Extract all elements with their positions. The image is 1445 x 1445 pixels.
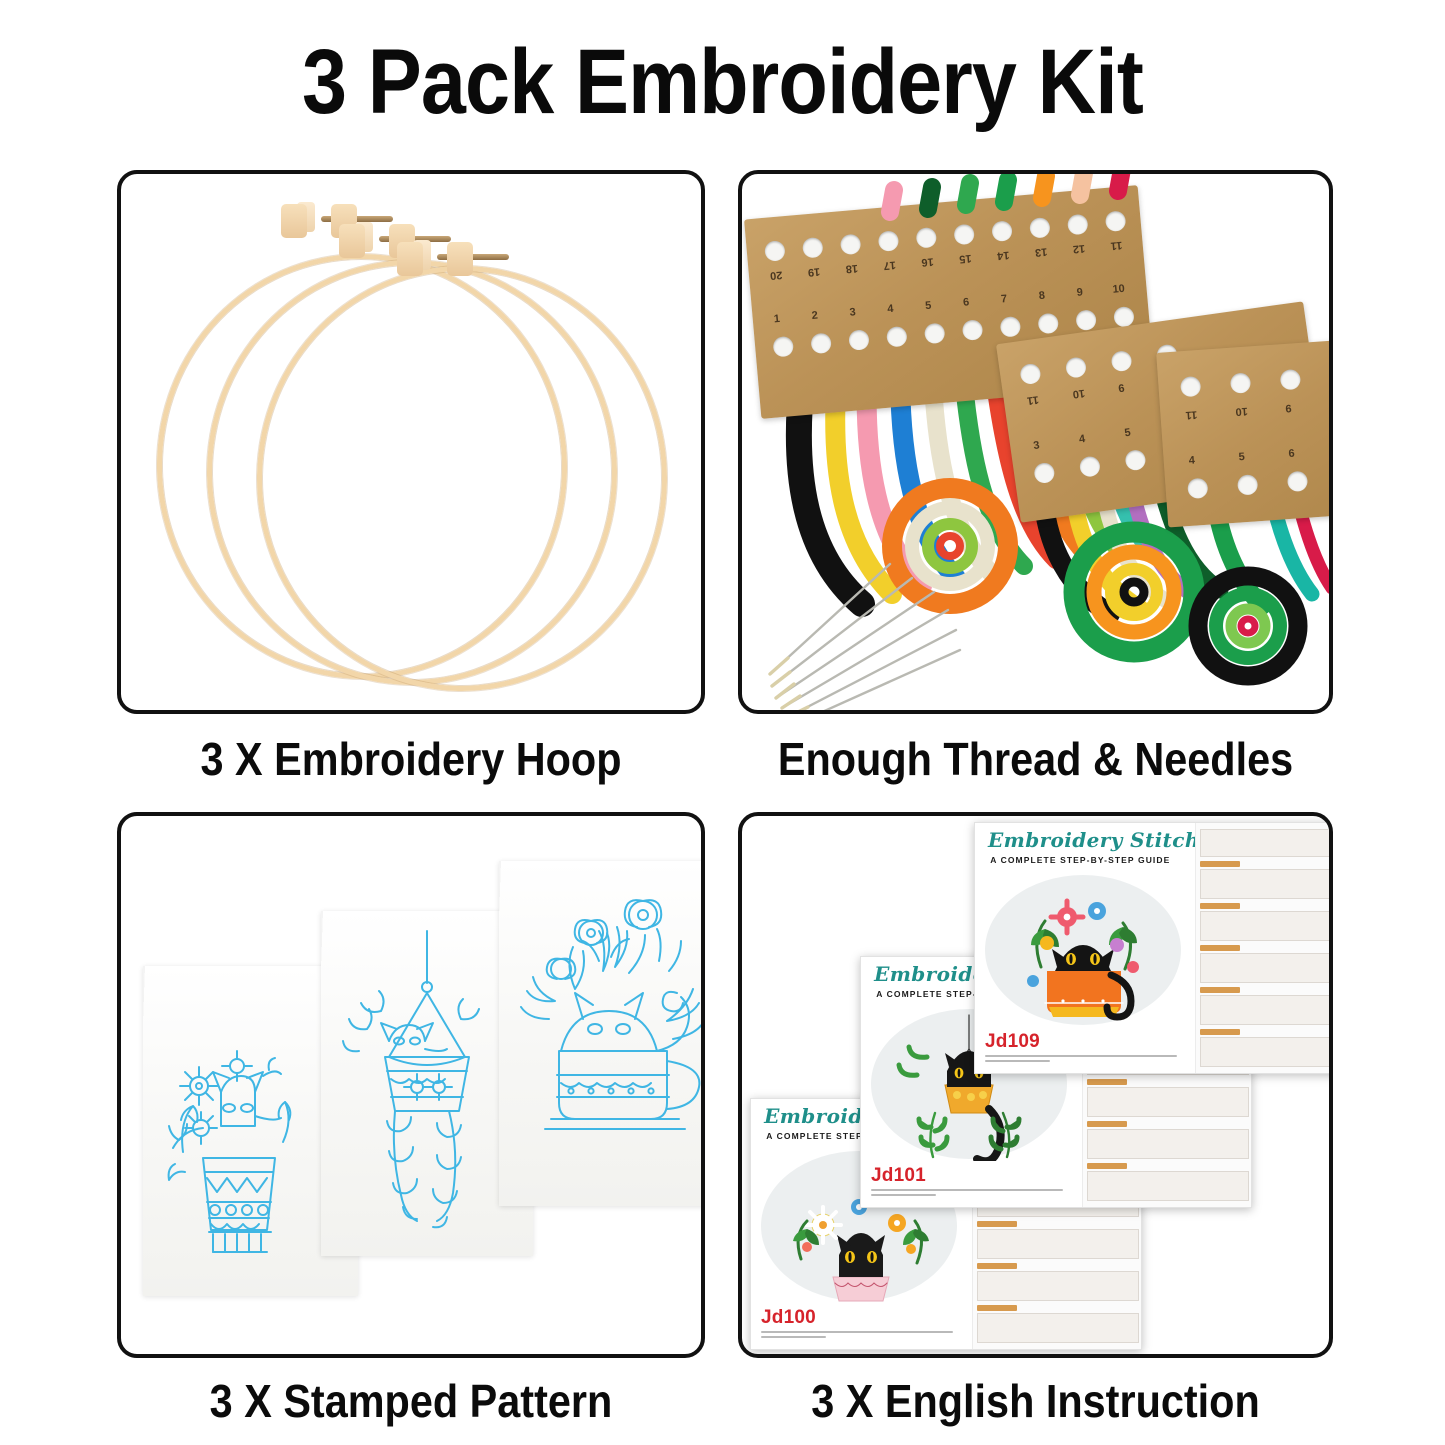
panel-thread-needles: 20 19 18 17 16 15 14 13 12 11 1 2 3 4 5 … [738, 170, 1333, 714]
card-number: 9 [1117, 381, 1126, 394]
caption-thread-needles: Enough Thread & Needles [777, 733, 1294, 785]
card-number: 4 [1078, 433, 1086, 446]
panel-stamped-pattern [117, 812, 705, 1358]
card-number: 11 [1110, 238, 1123, 252]
card-number: 4 [886, 302, 895, 316]
panel-embroidery-hoop [117, 170, 705, 714]
sheet-left-column-3: Embroidery Stitches A COMPLETE STEP-BY-S… [975, 823, 1224, 1073]
hoop-screw-block-2 [339, 224, 365, 258]
hoop-screw-block-3b [447, 242, 473, 276]
sheet-title-3: Embroidery Stitches [988, 828, 1225, 852]
stamped-fabric-3 [499, 861, 701, 1206]
instruction-illustration: Embroidery Stitches A COMPLETE STEP-BY-S… [742, 816, 1329, 1354]
card-number: 9 [1284, 401, 1292, 415]
card-number: 3 [1032, 439, 1041, 453]
card-number: 2 [811, 309, 819, 323]
sheet-code-1: Jd100 [761, 1307, 816, 1328]
sheet-code-3: Jd109 [985, 1031, 1040, 1052]
sheet-body-text-3 [985, 1055, 1177, 1065]
pattern-cat-in-teacup [520, 899, 701, 1130]
hoop-screw-bar-1 [321, 216, 393, 222]
sheet-body-text-2 [871, 1189, 1063, 1199]
hoop-screw-bar-2 [379, 236, 451, 242]
sheet-subtitle-2: A COMPLETE STEP-BY-STEP GUIDE [876, 989, 1057, 999]
card-number: 5 [1123, 426, 1132, 440]
pattern-cat-hanging-planter [342, 930, 480, 1229]
card-number: 11 [1185, 408, 1198, 422]
hoop-illustration [121, 174, 701, 710]
card-number: 19 [807, 265, 821, 279]
hoop-screw-bar-3 [437, 254, 509, 260]
card-number: 10 [1071, 386, 1086, 401]
card-number: 9 [1076, 286, 1084, 299]
page-title: 3 Pack Embroidery Kit [302, 31, 1144, 133]
caption-english-instruction: 3 X English Instruction [811, 1375, 1260, 1427]
card-number: 10 [1235, 404, 1249, 418]
card-number: 14 [996, 248, 1010, 262]
sheet-code-2: Jd101 [871, 1165, 926, 1186]
caption-embroidery-hoop: 3 X Embroidery Hoop [200, 733, 622, 785]
instruction-sheet-3: Embroidery Stitches A COMPLETE STEP-BY-S… [974, 822, 1329, 1074]
card-number: 5 [924, 299, 932, 313]
sheet-design-art-1 [793, 1199, 929, 1302]
card-number: 12 [1072, 242, 1086, 256]
card-number: 7 [1000, 292, 1008, 306]
thread-illustration: 20 19 18 17 16 15 14 13 12 11 1 2 3 4 5 … [742, 174, 1329, 710]
sheet-subtitle-1: A COMPLETE STEP-BY-STEP GUIDE [766, 1131, 947, 1141]
caption-stamped-pattern: 3 X Stamped Pattern [209, 1375, 613, 1427]
sheet-subtitle-3: A COMPLETE STEP-BY-STEP GUIDE [990, 855, 1171, 865]
card-number: 20 [769, 268, 783, 282]
card-number: 4 [1188, 454, 1196, 467]
card-number: 18 [845, 261, 859, 275]
sheet-right-column-3 [1195, 823, 1329, 1073]
card-number: 13 [1034, 245, 1048, 259]
card-number: 8 [1038, 289, 1046, 303]
card-number: 5 [1238, 451, 1246, 464]
card-number: 6 [1288, 447, 1296, 460]
stamped-fabric-2 [321, 911, 533, 1256]
hoop-screw-block-3 [397, 242, 423, 276]
card-number: 16 [920, 255, 935, 269]
hoop-screw-block-1 [281, 204, 307, 238]
card-number: 3 [849, 306, 857, 319]
card-number: 17 [883, 258, 897, 272]
sheet-design-art-2 [896, 1014, 1032, 1161]
sheet-design-art-3 [1027, 898, 1139, 1021]
card-number: 11 [1026, 393, 1040, 407]
sheet-body-text-1 [761, 1331, 953, 1341]
floss-card-3: 11 10 9 8 4 5 6 7 [1156, 335, 1329, 528]
panel-english-instruction: Embroidery Stitches A COMPLETE STEP-BY-S… [738, 812, 1333, 1358]
card-number: 15 [958, 251, 973, 265]
pattern-cat-in-pot [167, 1050, 292, 1253]
card-number: 6 [962, 296, 970, 309]
card-number: 10 [1112, 282, 1126, 296]
stamped-pattern-illustration [121, 816, 701, 1354]
card-number: 1 [773, 312, 781, 326]
